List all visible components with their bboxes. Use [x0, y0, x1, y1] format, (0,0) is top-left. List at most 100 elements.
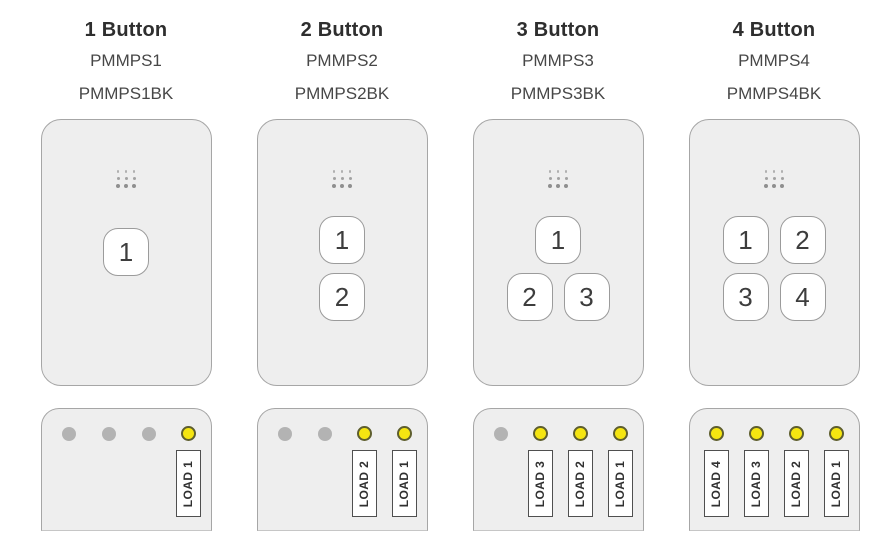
- sensor-dots-icon: [762, 168, 786, 189]
- led-indicator-off: [61, 426, 76, 441]
- led-slot: [129, 426, 169, 441]
- sensor-dot: [348, 183, 352, 188]
- led-indicator-on: [397, 426, 412, 441]
- keypad-button: 1: [722, 216, 769, 264]
- keypad-faceplate: 1: [40, 119, 212, 386]
- load-label-slot: [49, 450, 89, 517]
- load-label-row: LOAD 1: [49, 450, 211, 517]
- led-indicator-on: [789, 426, 804, 441]
- model-number-black: PMMPS2BK: [294, 84, 390, 103]
- sensor-dot: [548, 170, 552, 173]
- model-number-primary: PMMPS4: [738, 51, 810, 70]
- load-label-slot: LOAD 1: [385, 450, 425, 517]
- sensor-dot: [548, 183, 552, 188]
- load-label-slot: LOAD 1: [601, 450, 641, 517]
- sensor-dot: [772, 170, 776, 173]
- load-label-text: LOAD 3: [533, 460, 548, 507]
- load-label: LOAD 1: [608, 450, 633, 517]
- keypad-button: 3: [563, 273, 610, 321]
- sensor-dot: [340, 183, 344, 188]
- load-label-text: LOAD 3: [749, 460, 764, 507]
- load-label-text: LOAD 2: [357, 460, 372, 507]
- load-label-slot: [89, 450, 129, 517]
- led-slot: [561, 426, 601, 441]
- load-label: LOAD 1: [824, 450, 849, 517]
- load-label-slot: [265, 450, 305, 517]
- led-slot: [305, 426, 345, 441]
- sensor-dot: [116, 183, 120, 188]
- led-row: [49, 409, 211, 441]
- load-label-text: LOAD 1: [829, 460, 844, 507]
- sensor-dot: [124, 183, 128, 188]
- sensor-dot: [548, 177, 552, 180]
- load-label-row: LOAD 4 LOAD 3 LOAD 2 LOAD 1: [697, 450, 859, 517]
- load-label: LOAD 2: [352, 450, 377, 517]
- sensor-dot: [556, 183, 560, 188]
- column-title: 3 Button: [516, 19, 600, 41]
- load-back-panel: LOAD 4 LOAD 3 LOAD 2 LOAD 1: [688, 408, 860, 531]
- led-slot: [697, 426, 737, 441]
- led-row: [481, 409, 643, 441]
- sensor-dot: [780, 177, 784, 180]
- sensor-dots-icon: [330, 168, 354, 189]
- sensor-dot: [332, 177, 336, 180]
- sensor-dot: [564, 170, 568, 173]
- sensor-dot: [348, 177, 352, 180]
- led-slot: [777, 426, 817, 441]
- keypad-button: 1: [103, 228, 149, 276]
- load-label-text: LOAD 1: [397, 460, 412, 507]
- column-title: 2 Button: [300, 19, 384, 41]
- sensor-dot: [124, 177, 128, 180]
- column-title: 1 Button: [84, 19, 168, 41]
- load-label-slot: LOAD 3: [521, 450, 561, 517]
- led-indicator-on: [573, 426, 588, 441]
- led-slot: [737, 426, 777, 441]
- sensor-dot: [132, 177, 136, 180]
- keypad-button: 3: [722, 273, 769, 321]
- led-indicator-on: [533, 426, 548, 441]
- keypad-button-row: 1: [535, 216, 581, 264]
- sensor-dot: [340, 177, 344, 180]
- sensor-dots-icon: [114, 168, 138, 189]
- sensor-dot: [556, 170, 560, 173]
- led-indicator-on: [749, 426, 764, 441]
- column-title: 4 Button: [732, 19, 816, 41]
- sensor-dot: [780, 183, 784, 188]
- sensor-dot: [124, 170, 128, 173]
- led-indicator-on: [829, 426, 844, 441]
- keypad-button: 1: [319, 216, 365, 264]
- keypad-button-row: 1: [103, 228, 149, 276]
- sensor-dot: [332, 183, 336, 188]
- load-label-slot: LOAD 4: [697, 450, 737, 517]
- load-label-slot: LOAD 1: [817, 450, 857, 517]
- sensor-dot: [772, 177, 776, 180]
- load-label-slot: [305, 450, 345, 517]
- led-indicator-on: [181, 426, 196, 441]
- led-indicator-off: [493, 426, 508, 441]
- sensor-dot: [132, 183, 136, 188]
- load-label: LOAD 1: [392, 450, 417, 517]
- model-number-primary: PMMPS2: [306, 51, 378, 70]
- load-label-row: LOAD 2 LOAD 1: [265, 450, 427, 517]
- model-number-black: PMMPS4BK: [726, 84, 822, 103]
- model-number-black: PMMPS3BK: [510, 84, 606, 103]
- load-label-text: LOAD 2: [789, 460, 804, 507]
- load-label-slot: LOAD 2: [345, 450, 385, 517]
- led-slot: [265, 426, 305, 441]
- load-label-slot: [481, 450, 521, 517]
- led-slot: [89, 426, 129, 441]
- keypad-button: 2: [506, 273, 553, 321]
- led-slot: [169, 426, 209, 441]
- load-back-panel: LOAD 2 LOAD 1: [256, 408, 428, 531]
- sensor-dot: [564, 177, 568, 180]
- led-slot: [385, 426, 425, 441]
